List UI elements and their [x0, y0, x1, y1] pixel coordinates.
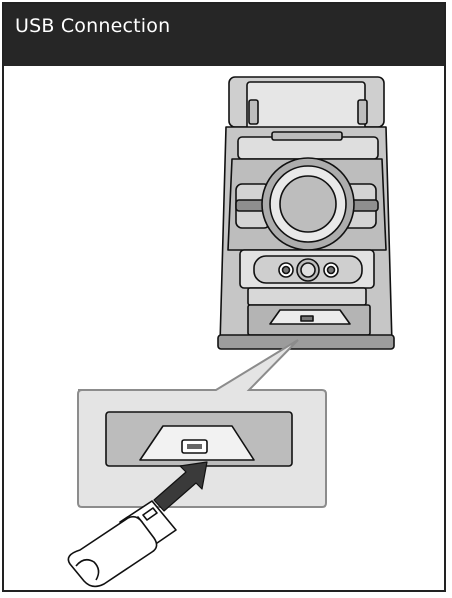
section-header: USB Connection: [4, 4, 444, 66]
usb-port-inset: [77, 339, 327, 508]
section-title: USB Connection: [15, 15, 171, 37]
arrow-insert-icon: [153, 461, 208, 512]
usb-connection-illustration: [67, 76, 395, 588]
stereo-unit: [217, 76, 395, 350]
usb-flash-drive: [67, 500, 177, 588]
page-frame: USB Connection: [2, 2, 446, 592]
